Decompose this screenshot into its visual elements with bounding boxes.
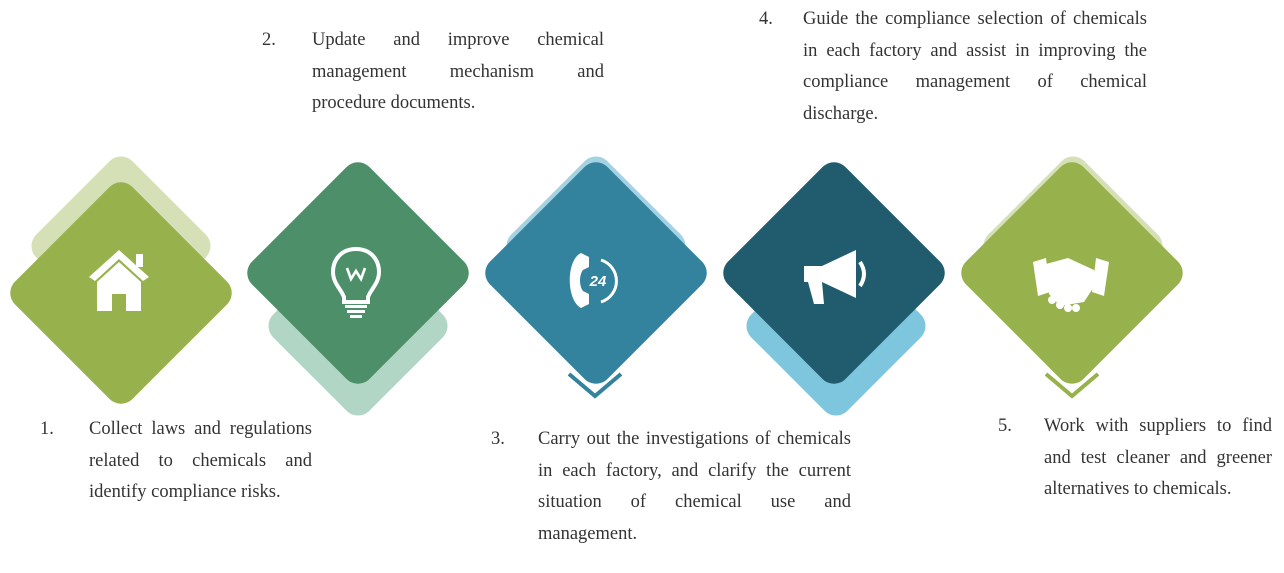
step-4-diamond — [723, 162, 945, 416]
step-1-number: 1. — [40, 419, 54, 439]
handshake-icon — [1033, 258, 1109, 312]
step-5-number: 5. — [998, 416, 1012, 436]
step-5-text-block: 5. Work with suppliers to find and test … — [998, 411, 1272, 506]
step-1-text-block: 1. Collect laws and regulations related … — [40, 414, 312, 509]
step-2-chevron-up — [328, 164, 384, 191]
step-5-chevron-down — [1044, 372, 1100, 399]
step-3-front-diamond — [485, 162, 707, 384]
step-3-diamond — [485, 156, 707, 399]
step-2-description: Update and improve chemical management m… — [312, 30, 604, 113]
step-4-text-block: 4. Guide the compliance selection of che… — [759, 4, 1147, 130]
step-3-number: 3. — [491, 429, 505, 449]
step-5-description: Work with suppliers to find and test cle… — [1044, 416, 1272, 499]
step-1-chevron-down — [91, 372, 147, 399]
phone-24-badge: 24 — [589, 273, 607, 290]
step-3-description: Carry out the investigations of chemical… — [538, 429, 851, 544]
phone-24-icon: 24 — [569, 253, 618, 308]
step-3-text-block: 3. Carry out the investigations of chemi… — [491, 424, 851, 550]
step-4-description: Guide the compliance selection of chemic… — [803, 9, 1147, 124]
megaphone-icon — [804, 250, 866, 304]
step-2-diamond — [247, 162, 469, 416]
step-2-text-block: 2. Update and improve chemical managemen… — [262, 25, 604, 120]
step-3-chevron-down — [567, 372, 623, 399]
step-4-chevron-up — [806, 164, 862, 191]
home-icon — [89, 250, 149, 311]
step-2-number: 2. — [262, 30, 276, 50]
lightbulb-icon — [330, 246, 382, 318]
step-1-description: Collect laws and regulations related to … — [89, 419, 312, 502]
step-4-number: 4. — [759, 9, 773, 29]
